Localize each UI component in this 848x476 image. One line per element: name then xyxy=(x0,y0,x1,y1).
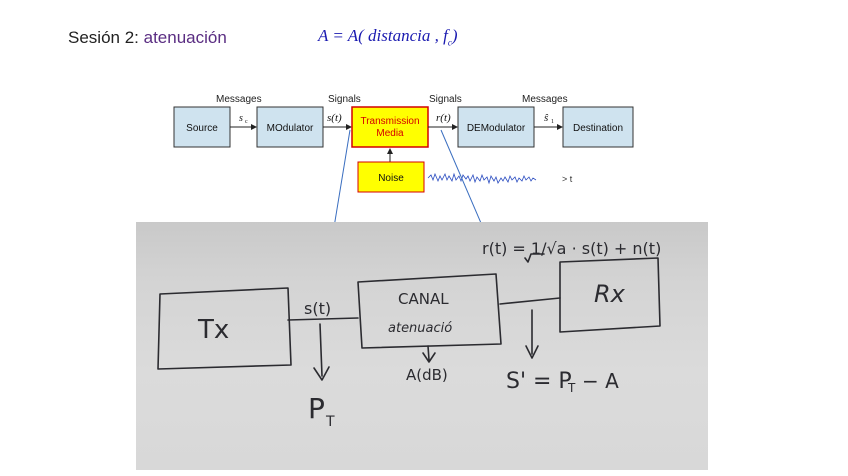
transmission-media-block xyxy=(351,106,429,148)
formula-sub: c xyxy=(447,37,452,48)
arrow-down-adb xyxy=(422,345,436,363)
source-block xyxy=(173,106,231,148)
slide-title: Sesión 2: atenuación xyxy=(68,28,227,48)
label-st: s(t) xyxy=(327,112,342,124)
transmission-label-2: Media xyxy=(376,128,404,139)
sqrt-sign xyxy=(524,253,545,263)
link-canal-rx xyxy=(499,297,561,305)
atenuacion-label: atenuació xyxy=(388,321,452,336)
wb-st-label: s(t) xyxy=(304,299,331,318)
arrow-down-s xyxy=(525,309,539,359)
title-accent: atenuación xyxy=(143,28,227,47)
pt-label-sub: T xyxy=(325,414,335,430)
destination-block xyxy=(562,106,634,148)
whiteboard-sketch: Tx s(t) CANAL atenuació A(dB) Rx r(t) = … xyxy=(157,239,661,430)
rx-label: Rx xyxy=(594,280,626,308)
label-rt: r(t) xyxy=(436,112,451,124)
noise-block xyxy=(357,161,425,193)
label-messages-left: Messages xyxy=(216,94,262,105)
link-tx-canal xyxy=(287,317,359,321)
noise-label: Noise xyxy=(378,173,404,184)
s-equation-sub: T xyxy=(567,381,576,395)
tx-box xyxy=(157,287,292,370)
attenuation-formula: A = A( distancia , fc) xyxy=(318,26,458,47)
demodulator-block xyxy=(457,106,535,148)
destination-label: Destination xyxy=(573,123,623,134)
pointer-arrow-st xyxy=(333,129,351,230)
modulator-label: MOdulator xyxy=(267,123,314,134)
formula-main: A = A( distancia , f xyxy=(318,26,448,45)
canal-box xyxy=(357,273,502,349)
modulator-block xyxy=(256,106,324,148)
label-shat-sub: 1 xyxy=(551,119,554,125)
s-equation-end: − A xyxy=(582,369,619,393)
rx-box xyxy=(559,257,661,333)
label-signals-right: Signals xyxy=(429,94,462,105)
canal-label: CANAL xyxy=(398,290,449,308)
arrow-down-pt xyxy=(313,323,330,381)
label-sc-sub: c xyxy=(245,119,248,125)
label-t-axis: > t xyxy=(562,174,573,184)
label-shat: ŝ xyxy=(544,112,549,124)
tx-label: Tx xyxy=(197,315,229,345)
transmission-label-1: Transmission xyxy=(360,116,419,127)
label-sc: s xyxy=(239,113,243,124)
demodulator-label: DEModulator xyxy=(467,123,526,134)
label-messages-right: Messages xyxy=(522,94,568,105)
source-label: Source xyxy=(186,123,218,134)
rt-equation: r(t) = 1/√a · s(t) + n(t) xyxy=(482,239,661,258)
formula-end: ) xyxy=(451,26,458,45)
adb-label: A(dB) xyxy=(406,366,448,384)
pt-label: P xyxy=(308,392,325,425)
label-signals-left: Signals xyxy=(328,94,361,105)
title-prefix: Sesión 2: xyxy=(68,28,144,47)
s-equation: S' = P xyxy=(506,369,572,394)
communication-block-diagram: Messages Signals Signals Messages Source… xyxy=(173,94,634,230)
noise-waveform xyxy=(427,172,537,185)
